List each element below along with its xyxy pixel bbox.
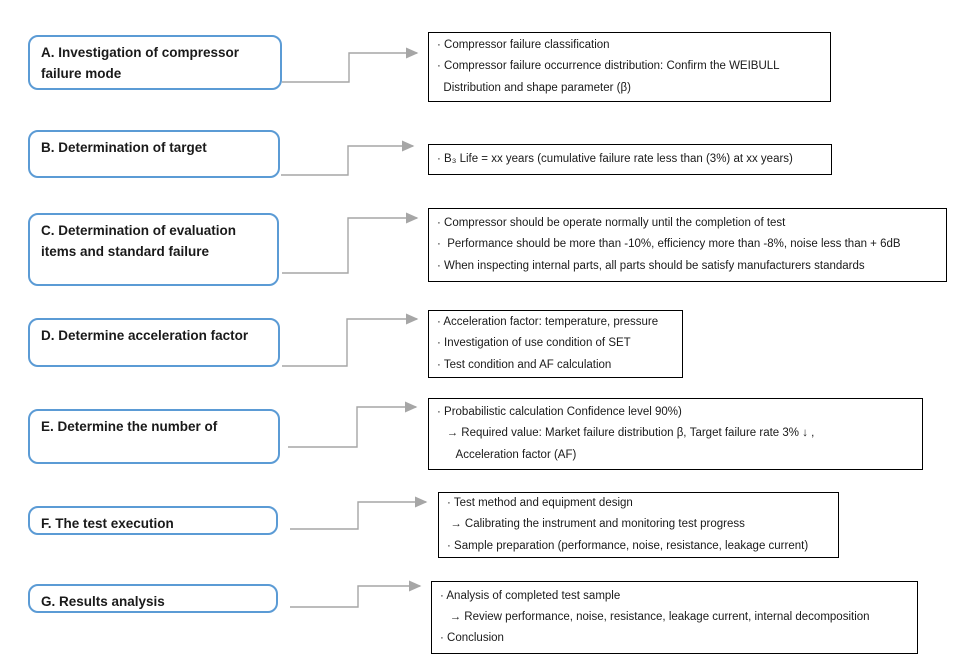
- step-a-detail-line: Distribution and shape parameter (β): [437, 81, 631, 94]
- step-b-box: B. Determination of target: [28, 130, 280, 178]
- step-a-detail-line: · Compressor failure classification: [437, 39, 610, 52]
- step-g-label: G. Results analysis: [41, 594, 165, 609]
- step-g-detail-line: · Conclusion: [440, 632, 504, 645]
- step-b-details-box: · B₃ Life = xx years (cumulative failure…: [428, 144, 832, 175]
- step-d-details-box: · Acceleration factor: temperature, pres…: [428, 310, 683, 378]
- connector-arrow-b: [281, 140, 415, 176]
- step-f-detail-line: → Calibrating the instrument and monitor…: [447, 518, 745, 531]
- step-e-detail-line: · Probabilistic calculation Confidence l…: [437, 406, 682, 419]
- step-a-details-box: · Compressor failure classification · Co…: [428, 32, 831, 102]
- step-g-box: G. Results analysis: [28, 584, 278, 613]
- step-c-details-box: · Compressor should be operate normally …: [428, 208, 947, 282]
- connector-arrow-g: [290, 580, 422, 608]
- connector-arrow-f: [290, 496, 428, 530]
- step-c-detail-line: · Performance should be more than -10%, …: [437, 238, 901, 251]
- step-d-detail-line: · Acceleration factor: temperature, pres…: [437, 316, 659, 329]
- step-d-detail-line: · Test condition and AF calculation: [437, 358, 612, 371]
- step-f-label: F. The test execution: [41, 516, 174, 531]
- connector-arrow-a: [282, 47, 419, 83]
- step-f-box: F. The test execution: [28, 506, 278, 535]
- step-f-detail-line: · Sample preparation (performance, noise…: [447, 539, 809, 552]
- step-e-details-box: · Probabilistic calculation Confidence l…: [428, 398, 923, 470]
- step-e-label: E. Determine the number of: [41, 419, 218, 434]
- step-c-label: C. Determination of evaluation items and…: [41, 223, 237, 259]
- step-f-details-box: · Test method and equipment design → Cal…: [438, 492, 839, 558]
- step-g-detail-line: · Analysis of completed test sample: [440, 589, 621, 602]
- step-b-label: B. Determination of target: [41, 140, 207, 155]
- step-c-box: C. Determination of evaluation items and…: [28, 213, 279, 286]
- step-c-detail-line: · When inspecting internal parts, all pa…: [437, 259, 865, 272]
- step-f-detail-line: · Test method and equipment design: [447, 497, 633, 510]
- step-e-detail-line: → Required value: Market failure distrib…: [437, 427, 815, 440]
- step-c-detail-line: · Compressor should be operate normally …: [437, 217, 786, 230]
- step-d-label: D. Determine acceleration factor: [41, 328, 249, 343]
- step-e-box: E. Determine the number of: [28, 409, 280, 464]
- step-e-detail-line: Acceleration factor (AF): [437, 448, 577, 461]
- step-a-label: A. Investigation of compressor failure m…: [41, 45, 240, 81]
- step-d-box: D. Determine acceleration factor: [28, 318, 280, 367]
- connector-arrow-e: [288, 401, 418, 448]
- step-a-box: A. Investigation of compressor failure m…: [28, 35, 282, 90]
- step-b-detail-line: · B₃ Life = xx years (cumulative failure…: [437, 152, 793, 165]
- step-d-detail-line: · Investigation of use condition of SET: [437, 337, 631, 350]
- step-g-detail-line: → Review performance, noise, resistance,…: [440, 610, 870, 623]
- connector-arrow-d: [282, 313, 419, 367]
- step-g-details-box: · Analysis of completed test sample → Re…: [431, 581, 918, 654]
- step-a-detail-line: · Compressor failure occurrence distribu…: [437, 60, 780, 73]
- connector-arrow-c: [282, 212, 419, 274]
